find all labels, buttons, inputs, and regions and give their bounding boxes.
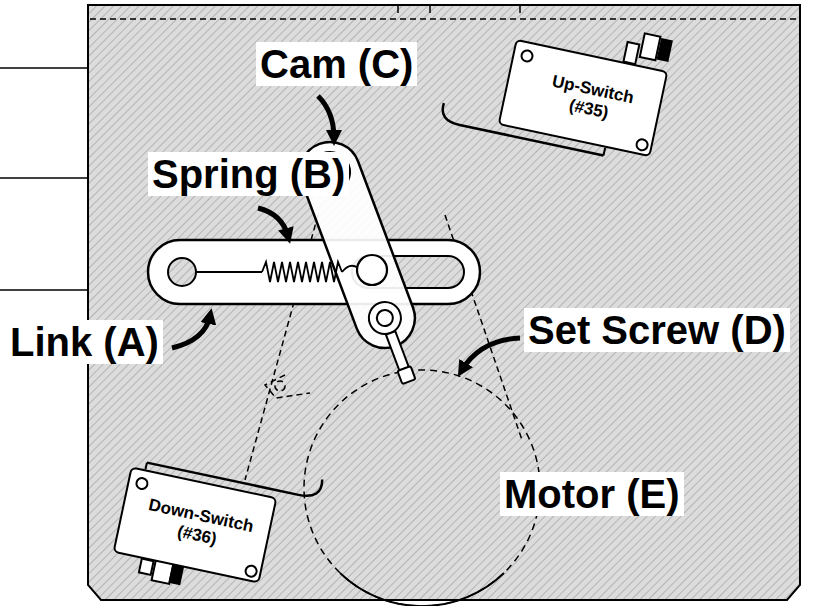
switch-label: Down-Switch (#36) bbox=[140, 495, 258, 557]
part-label: Cam (C) bbox=[256, 42, 417, 86]
up-switch-lever bbox=[440, 0, 672, 164]
part-label: Link (A) bbox=[6, 320, 163, 364]
mounting-hole bbox=[243, 563, 258, 578]
down-switch-lever bbox=[123, 443, 323, 606]
set-screw bbox=[384, 331, 415, 385]
link-bar bbox=[148, 240, 480, 304]
mounting-hole bbox=[634, 137, 649, 152]
mounting-plate bbox=[88, 5, 800, 600]
part-label: Set Screw (D) bbox=[524, 308, 790, 352]
switch-label: Up-Switch (#35) bbox=[532, 69, 650, 131]
spring bbox=[196, 262, 358, 282]
mounting-hole bbox=[134, 476, 149, 491]
mounting-hole bbox=[519, 48, 534, 63]
fold-line bbox=[90, 18, 798, 20]
part-label: Spring (B) bbox=[148, 152, 349, 196]
link-pin bbox=[357, 255, 387, 285]
callout-arrows bbox=[172, 96, 520, 370]
part-label: Motor (E) bbox=[500, 472, 684, 516]
margin-lines bbox=[0, 68, 88, 290]
